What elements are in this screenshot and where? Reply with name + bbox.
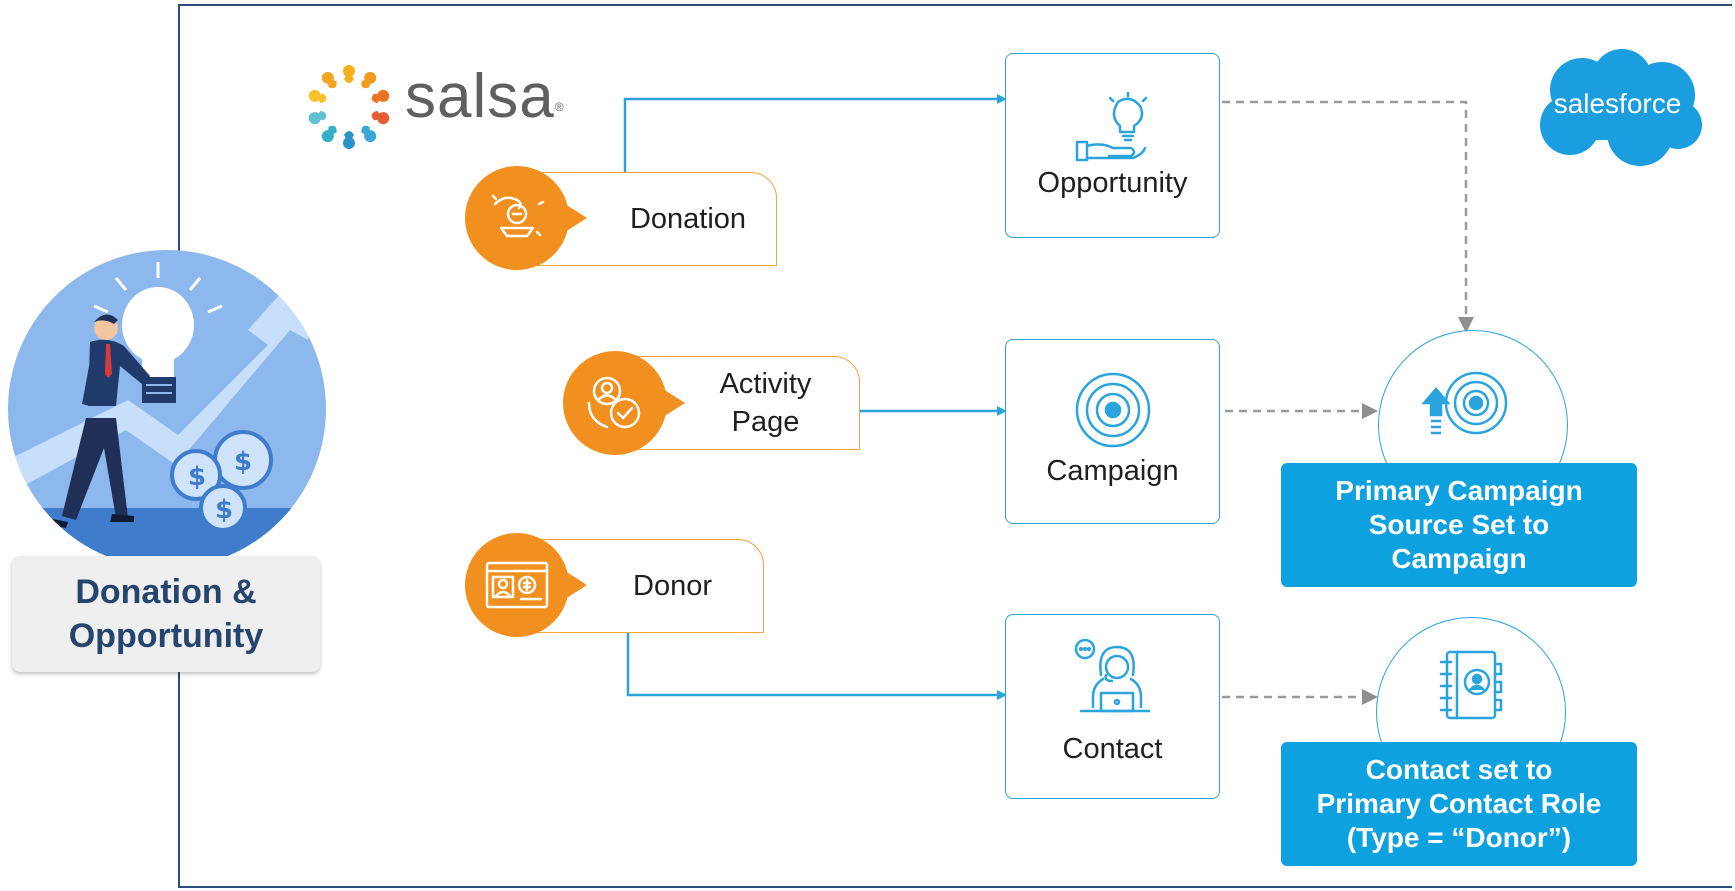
salsa-wordmark: salsa® — [405, 62, 565, 131]
source-activity-label-line2: Page — [731, 406, 800, 438]
result-campaign-source-line2: Source Set to — [1368, 509, 1550, 540]
object-contact-label: Contact — [1062, 733, 1163, 765]
connector-donation-opportunity — [623, 94, 1007, 172]
salesforce-cloud-icon — [1540, 49, 1702, 166]
connector-opportunity-result — [1222, 100, 1474, 333]
salsa-logo-icon — [308, 65, 390, 149]
hand-coin-icon — [465, 166, 587, 270]
source-donor-label: Donor — [633, 570, 712, 602]
object-campaign-label: Campaign — [1046, 455, 1179, 487]
salesforce-logo: salesforce — [1530, 45, 1705, 170]
object-contact: Contact — [1005, 614, 1220, 799]
target-arrow-icon — [1421, 371, 1508, 435]
result-contact-role: Contact set to Primary Contact Role (Typ… — [1281, 742, 1637, 866]
person-check-icon — [563, 351, 685, 455]
hero-illustration: $ $ $ — [8, 250, 326, 568]
connector-donor-contact — [626, 632, 1007, 700]
hero-title-line2: Opportunity — [68, 617, 264, 655]
hero-title-line1: Donation & — [75, 573, 257, 611]
source-activity-label-line1: Activity — [719, 368, 812, 400]
profile-dollar-card-icon — [465, 533, 587, 637]
lightbulb-hand-icon — [1075, 92, 1147, 162]
object-opportunity: Opportunity — [1005, 53, 1220, 238]
result-campaign-source: Primary Campaign Source Set to Campaign — [1281, 463, 1637, 587]
address-book-icon — [1439, 650, 1503, 720]
svg-text:$: $ — [188, 462, 206, 492]
target-icon — [1075, 372, 1150, 448]
result-contact-role-line1: Contact set to — [1365, 754, 1553, 785]
agent-laptop-icon — [1074, 639, 1150, 713]
salesforce-wordmark: salesforce — [1553, 88, 1682, 119]
result-campaign-source-line1: Primary Campaign — [1335, 475, 1583, 506]
result-contact-role-line2: Primary Contact Role — [1316, 788, 1602, 819]
svg-text:$: $ — [215, 495, 233, 525]
object-opportunity-label: Opportunity — [1037, 167, 1188, 199]
result-contact-role-line3: (Type = “Donor”) — [1346, 822, 1572, 853]
object-campaign: Campaign — [1005, 339, 1220, 524]
source-donation-label: Donation — [629, 203, 747, 235]
hero-title: Donation & Opportunity — [12, 556, 320, 672]
svg-text:$: $ — [234, 447, 252, 477]
result-campaign-source-line3: Campaign — [1391, 543, 1527, 574]
